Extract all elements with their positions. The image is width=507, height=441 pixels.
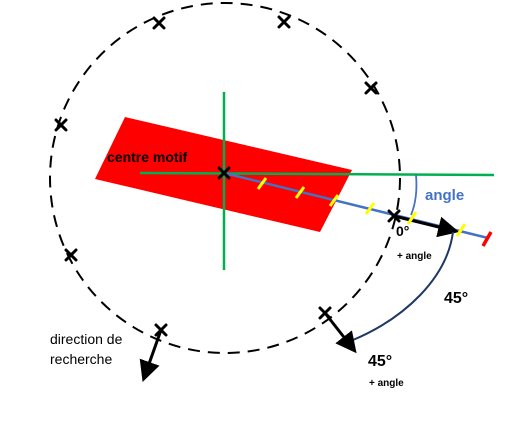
step-arrow-segment <box>393 214 460 238</box>
zero-degree-label: 0° <box>396 223 409 239</box>
cross-5 <box>217 166 231 180</box>
zero-plus-angle-label: + angle <box>397 251 432 262</box>
tick-5 <box>406 211 418 225</box>
end-tick <box>481 231 493 247</box>
cross-4 <box>54 118 68 132</box>
search-ticks <box>256 177 467 237</box>
cross-2 <box>277 15 291 29</box>
deg-45-bottom-label: 45° <box>368 353 392 370</box>
tick-4 <box>364 202 376 215</box>
direction-label-line2: recherche <box>50 351 112 367</box>
cross-7 <box>64 248 78 262</box>
circle-crosses <box>54 15 401 337</box>
tick-3 <box>328 194 340 207</box>
tick-2 <box>294 186 306 199</box>
deg-45-plus-angle-label: + angle <box>369 378 404 389</box>
cross-3 <box>364 81 378 95</box>
angle-arc <box>410 174 418 216</box>
cross-6 <box>387 209 401 223</box>
rotation-arc <box>352 231 454 341</box>
search-circle <box>49 2 401 354</box>
angle-label: angle <box>425 187 464 204</box>
direction-arrow <box>139 329 163 382</box>
cross-1 <box>152 16 166 30</box>
cross-9 <box>154 323 168 337</box>
horizontal-axis <box>139 171 495 177</box>
deg-45-right-label: 45° <box>444 290 468 307</box>
centre-motif-label: centre motif <box>107 149 187 165</box>
direction-label-line1: direction de <box>50 331 123 347</box>
tick-6 <box>455 223 467 237</box>
tick-1 <box>256 177 268 190</box>
cross-8 <box>318 306 332 320</box>
